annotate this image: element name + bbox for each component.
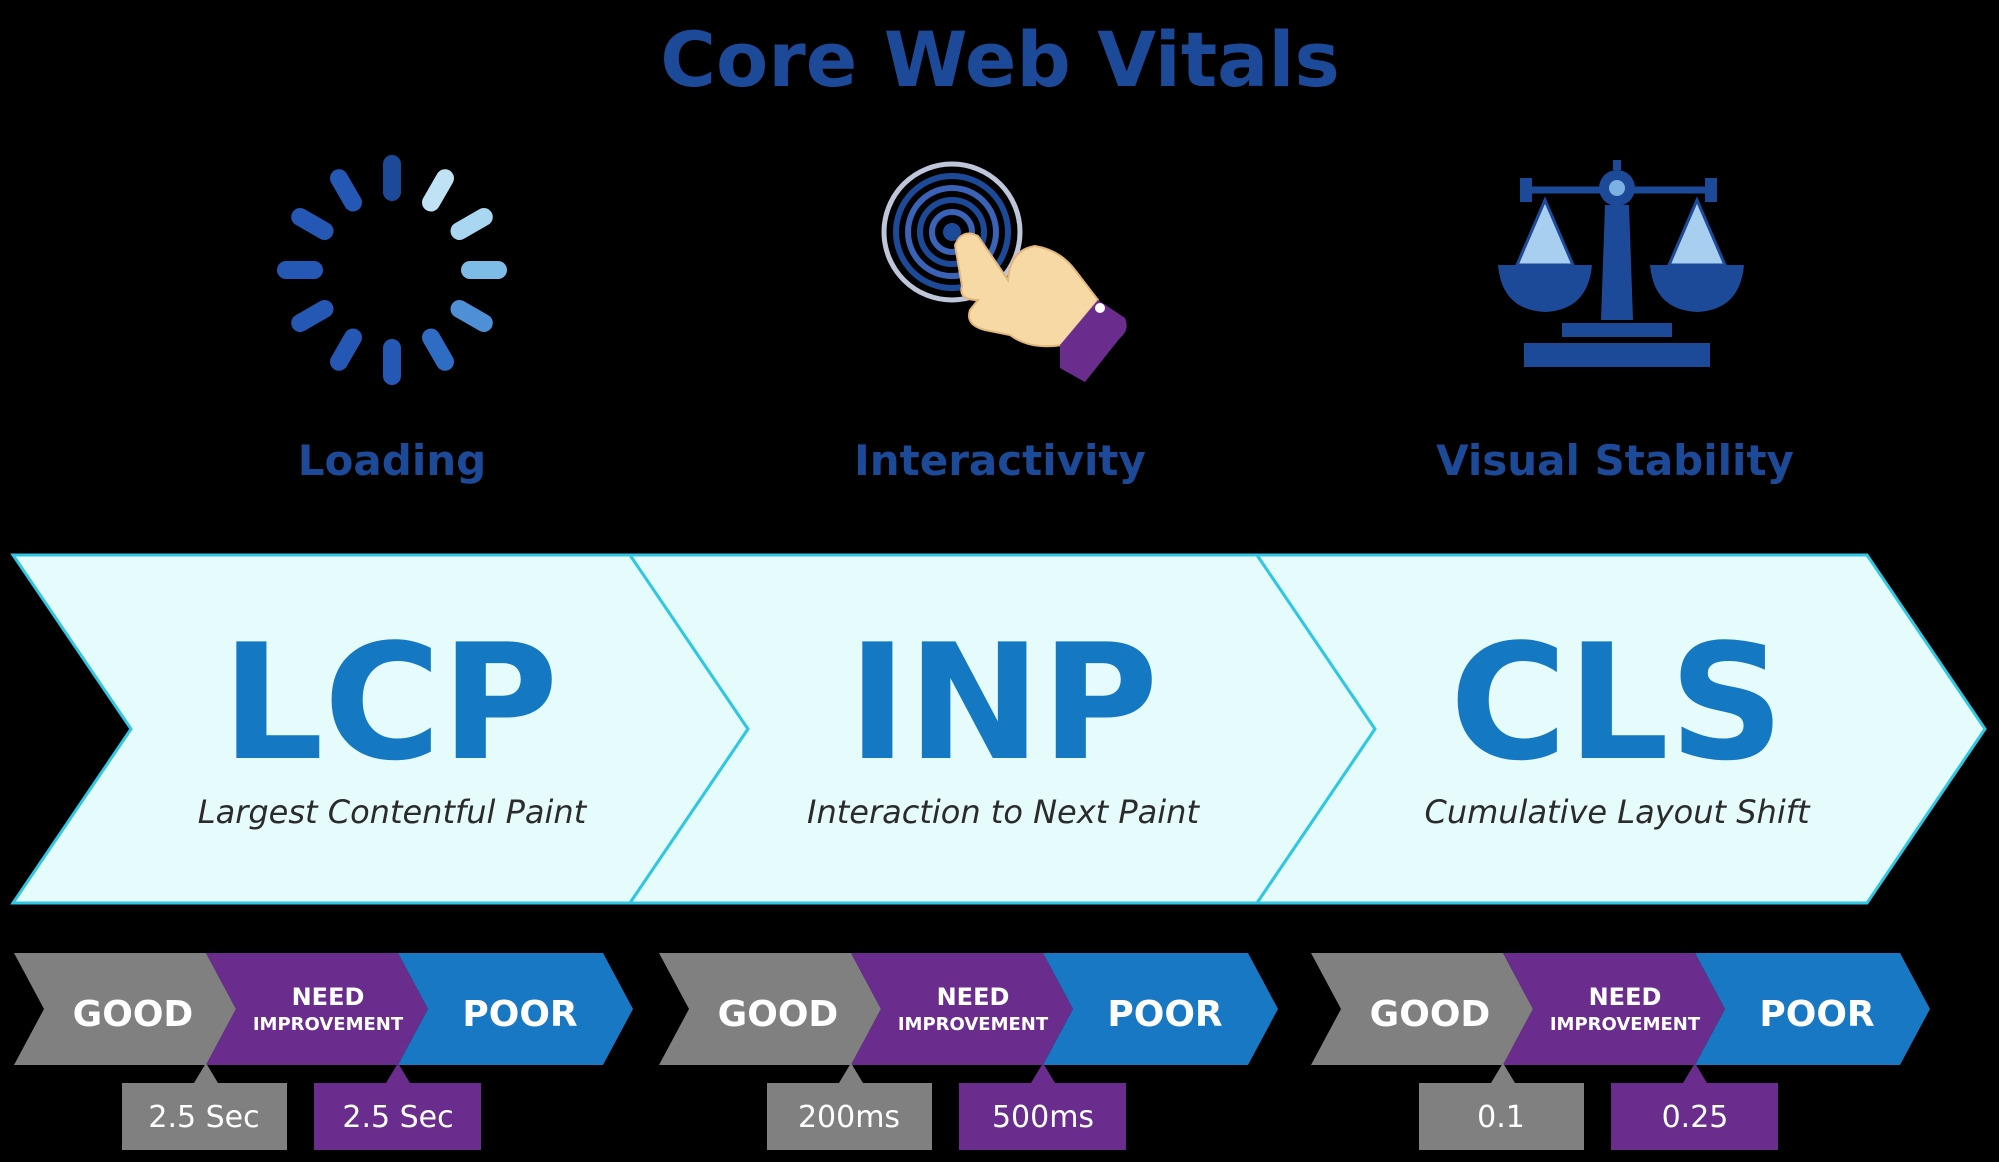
page-title: Core Web Vitals bbox=[660, 15, 1339, 104]
metric-chevron-band bbox=[10, 553, 1987, 905]
threshold-poor-box bbox=[1611, 1083, 1778, 1150]
chevron-cls bbox=[1254, 553, 1987, 905]
poor-segment bbox=[1043, 953, 1278, 1065]
rating-scale-lcp: GOOD NEED IMPROVEMENT POOR 2.5 Sec 2.5 S… bbox=[14, 953, 633, 1150]
poor-segment bbox=[398, 953, 633, 1065]
metric-abbr-inp: INP bbox=[848, 609, 1159, 796]
good-label: GOOD bbox=[1370, 994, 1491, 1035]
poor-label: POOR bbox=[1107, 994, 1222, 1035]
metric-abbr-cls: CLS bbox=[1450, 609, 1785, 796]
threshold-good-box bbox=[767, 1083, 932, 1150]
threshold-good-box bbox=[1419, 1083, 1584, 1150]
rating-scale-inp: GOOD NEED IMPROVEMENT POOR 200ms 500ms bbox=[659, 953, 1278, 1150]
category-label-loading: Loading bbox=[298, 436, 486, 485]
rating-scale-cls: GOOD NEED IMPROVEMENT POOR 0.1 0.25 bbox=[1311, 953, 1930, 1150]
improvement-label: IMPROVEMENT bbox=[253, 1014, 404, 1035]
category-label-visual-stability: Visual Stability bbox=[1436, 436, 1794, 485]
threshold-pointer bbox=[839, 1063, 863, 1083]
threshold-poor-value: 500ms bbox=[992, 1100, 1094, 1135]
threshold-pointer bbox=[1031, 1063, 1055, 1083]
loading-spinner-icon bbox=[277, 155, 507, 385]
poor-label: POOR bbox=[462, 994, 577, 1035]
threshold-good-value: 200ms bbox=[798, 1100, 900, 1135]
threshold-good-value: 2.5 Sec bbox=[148, 1100, 259, 1135]
need-improvement-segment bbox=[206, 953, 428, 1065]
metric-name-inp: Interaction to Next Paint bbox=[807, 793, 1200, 831]
threshold-pointer bbox=[386, 1063, 410, 1083]
poor-segment bbox=[1695, 953, 1930, 1065]
need-improvement-segment bbox=[1503, 953, 1725, 1065]
metric-name-cls: Cumulative Layout Shift bbox=[1424, 793, 1811, 831]
need-label: NEED bbox=[1589, 983, 1662, 1011]
threshold-poor-box bbox=[314, 1083, 481, 1150]
good-label: GOOD bbox=[73, 994, 194, 1035]
metric-abbr-lcp: LCP bbox=[222, 609, 559, 796]
threshold-poor-box bbox=[959, 1083, 1126, 1150]
poor-label: POOR bbox=[1759, 994, 1874, 1035]
metric-name-lcp: Largest Contentful Paint bbox=[198, 793, 588, 831]
threshold-pointer bbox=[1683, 1063, 1707, 1083]
good-segment bbox=[14, 953, 236, 1065]
threshold-pointer bbox=[1491, 1063, 1515, 1083]
category-label-interactivity: Interactivity bbox=[854, 436, 1146, 485]
balance-scale-icon bbox=[1498, 160, 1744, 367]
need-label: NEED bbox=[292, 983, 365, 1011]
good-segment bbox=[659, 953, 881, 1065]
pointing-hand-touch-icon bbox=[881, 161, 1127, 382]
need-improvement-segment bbox=[851, 953, 1073, 1065]
threshold-poor-value: 0.25 bbox=[1662, 1100, 1729, 1135]
good-segment bbox=[1311, 953, 1533, 1065]
need-label: NEED bbox=[937, 983, 1010, 1011]
threshold-good-box bbox=[122, 1083, 287, 1150]
improvement-label: IMPROVEMENT bbox=[1550, 1014, 1701, 1035]
threshold-pointer bbox=[194, 1063, 218, 1083]
threshold-good-value: 0.1 bbox=[1477, 1100, 1525, 1135]
threshold-poor-value: 2.5 Sec bbox=[342, 1100, 453, 1135]
good-label: GOOD bbox=[718, 994, 839, 1035]
improvement-label: IMPROVEMENT bbox=[898, 1014, 1049, 1035]
